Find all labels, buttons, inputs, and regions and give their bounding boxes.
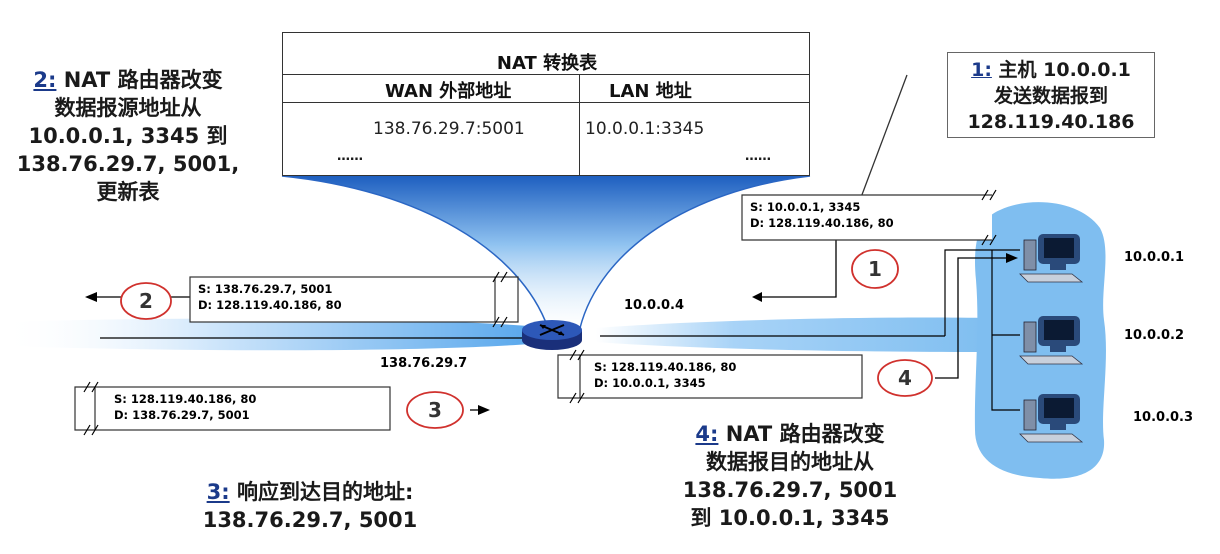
router-icon	[522, 320, 582, 350]
note-4-step: 4:	[695, 422, 719, 446]
lan-link-shape	[596, 317, 990, 352]
nat-ellipsis-lan: ……	[745, 149, 771, 164]
badge-1-label: 1	[868, 257, 882, 281]
badge-3-label: 3	[428, 398, 442, 422]
packet-4-src: S: 128.119.40.186, 80	[594, 360, 737, 374]
router-lan-address: 10.0.0.4	[624, 298, 685, 313]
note-1: 1: 主机 10.0.0.1 发送数据报到 128.119.40.186	[947, 52, 1155, 138]
packet-4: S: 128.119.40.186, 80 D: 10.0.0.1, 3345	[594, 359, 736, 391]
note-4-line4: 到 10.0.0.1, 3345	[690, 506, 890, 530]
lan-bus	[944, 249, 1020, 336]
note-1-line2: 发送数据报到	[993, 85, 1108, 107]
badge-3: 3	[406, 391, 464, 429]
wan-link-shape	[0, 318, 530, 351]
lan-bus-2	[991, 250, 1020, 411]
note-3-step: 3:	[206, 480, 230, 504]
funnel-edge-right	[579, 175, 811, 329]
note-4: 4: NAT 路由器改变 数据报目的地址从 138.76.29.7, 5001 …	[660, 420, 920, 532]
note1-pointer	[859, 74, 908, 201]
packet-3: S: 128.119.40.186, 80 D: 138.76.29.7, 50…	[114, 391, 256, 423]
arrow-p1	[760, 240, 837, 298]
note-2-line1: NAT 路由器改变	[56, 68, 223, 92]
packet-box-3	[74, 381, 391, 436]
packet-4-dst: D: 10.0.0.1, 3345	[594, 376, 706, 390]
badge-4: 4	[877, 359, 933, 397]
note-2: 2: NAT 路由器改变 数据报源地址从 10.0.0.1, 3345 到 13…	[0, 66, 256, 206]
note-2-line2: 数据报源地址从	[54, 96, 202, 120]
host-2-address: 10.0.0.2	[1124, 328, 1185, 343]
packet-1: S: 10.0.0.1, 3345 D: 128.119.40.186, 80	[750, 199, 894, 231]
note-1-step: 1:	[971, 59, 992, 81]
packet-box-2	[189, 271, 519, 328]
note-4-line2: 数据报目的地址从	[706, 450, 874, 474]
nat-col-wan: WAN 外部地址	[385, 81, 512, 102]
router-wan-address: 138.76.29.7	[380, 356, 468, 371]
nat-row-wan: 138.76.29.7:5001	[373, 119, 525, 139]
note-4-line3: 138.76.29.7, 5001	[682, 478, 898, 502]
nat-table: NAT 转换表 WAN 外部地址 LAN 地址 138.76.29.7:5001…	[282, 32, 810, 176]
packet-2-src: S: 138.76.29.7, 5001	[198, 282, 333, 296]
note-2-line4: 138.76.29.7, 5001,	[16, 152, 240, 176]
packet-3-dst: D: 138.76.29.7, 5001	[114, 408, 250, 422]
host-icon-3	[1019, 394, 1084, 443]
host-icon-1	[1019, 234, 1084, 283]
badge-4-label: 4	[898, 366, 912, 390]
packet-3-src: S: 128.119.40.186, 80	[114, 392, 257, 406]
note-2-step: 2:	[33, 68, 57, 92]
packet-box-4	[557, 349, 863, 404]
packet-1-src: S: 10.0.0.1, 3345	[750, 200, 861, 214]
nat-ellipsis-wan: ……	[337, 149, 363, 164]
note-3-line1: 响应到达目的地址:	[229, 480, 414, 504]
funnel-edge-left	[281, 175, 549, 329]
note-2-line3: 10.0.0.1, 3345 到	[28, 124, 228, 148]
note-4-line1: NAT 路由器改变	[718, 422, 885, 446]
packet-2-dst: D: 128.119.40.186, 80	[198, 298, 342, 312]
badge-1: 1	[851, 249, 899, 289]
badge-2: 2	[120, 282, 172, 320]
host-1-address: 10.0.0.1	[1124, 250, 1185, 265]
nat-row-lan: 10.0.0.1:3345	[585, 119, 705, 139]
note-1-line1: 主机 10.0.0.1	[991, 59, 1131, 81]
badge-2-label: 2	[139, 289, 153, 313]
nat-funnel	[282, 176, 810, 328]
note-1-line3: 128.119.40.186	[967, 111, 1135, 133]
packet-2: S: 138.76.29.7, 5001 D: 128.119.40.186, …	[198, 281, 342, 313]
note-2-line5: 更新表	[96, 180, 160, 204]
note-3-line2: 138.76.29.7, 5001	[202, 508, 418, 532]
host-3-address: 10.0.0.3	[1133, 410, 1194, 425]
host-icon-2	[1019, 316, 1084, 365]
packet-box-1	[741, 189, 997, 246]
nat-table-title: NAT 转换表	[496, 53, 598, 74]
note-3: 3: 响应到达目的地址: 138.76.29.7, 5001	[160, 478, 460, 534]
nat-col-lan: LAN 地址	[609, 81, 692, 102]
packet-1-dst: D: 128.119.40.186, 80	[750, 216, 894, 230]
arrow-p4	[935, 257, 1010, 379]
